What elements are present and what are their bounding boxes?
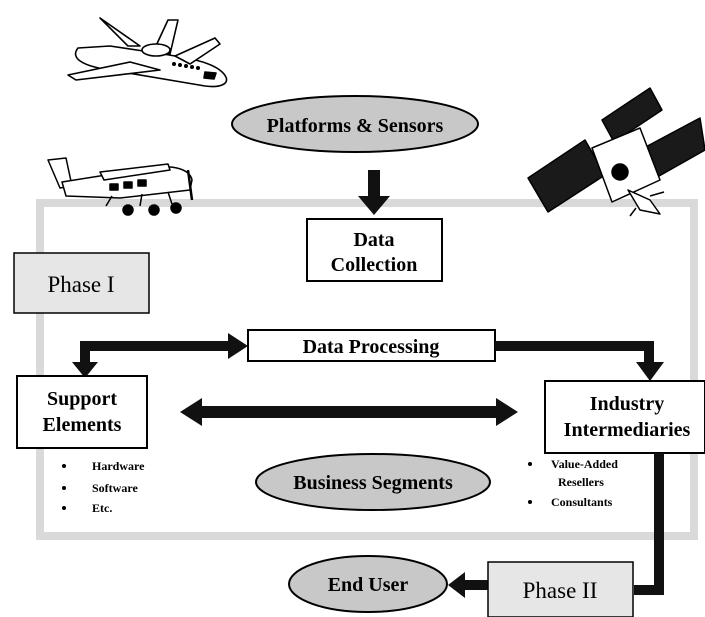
data-collection-box: [306, 218, 443, 282]
industry-item-consultants: Consultants: [551, 495, 613, 509]
business-segments-ellipse: [255, 453, 491, 511]
bidirectional-arrow: [180, 398, 518, 426]
support-item-software: Software: [92, 481, 138, 495]
data-collection-label-line1: Data: [353, 229, 394, 251]
industry-item-value-added: Value-Added: [551, 457, 618, 471]
business-segments-label: Business Segments: [293, 472, 453, 494]
phase-one-box: [13, 252, 150, 314]
satellite-icon: [527, 87, 705, 217]
data-collection-label-line2: Collection: [331, 254, 418, 276]
support-elements-list: Hardware Software Etc.: [62, 459, 145, 515]
data-processing-box: [247, 329, 496, 362]
phase-two-label: Phase II: [523, 578, 598, 603]
support-elements-box: [16, 375, 148, 449]
industry-intermediaries-box: [544, 380, 705, 454]
support-item-hardware: Hardware: [92, 459, 145, 473]
platforms-sensors-label: Platforms & Sensors: [267, 115, 444, 137]
support-elements-label-line2: Elements: [43, 414, 122, 436]
arrow-to-end-user: [448, 453, 664, 598]
end-user-ellipse: [288, 555, 448, 613]
propeller-aircraft-icon: [47, 157, 194, 216]
data-processing-label: Data Processing: [303, 336, 440, 358]
platforms-sensors-ellipse: [231, 95, 479, 153]
end-user-label: End User: [328, 574, 409, 596]
jet-aircraft-icon: [67, 17, 228, 88]
arrow-to-industry-intermediaries: [495, 341, 664, 381]
support-elements-label-line1: Support: [47, 388, 117, 410]
phase-one-label: Phase I: [47, 272, 114, 297]
arrow-to-data-collection: [358, 170, 390, 215]
industry-intermediaries-label-line2: Intermediaries: [564, 419, 691, 441]
industry-intermediaries-label-line1: Industry: [590, 393, 664, 415]
support-item-etc: Etc.: [92, 501, 112, 515]
industry-item-resellers: Resellers: [558, 475, 604, 489]
phase-two-box: [487, 561, 634, 617]
arrow-to-support-elements: [72, 333, 248, 378]
industry-intermediaries-list: Value-Added Resellers Consultants: [528, 457, 618, 509]
